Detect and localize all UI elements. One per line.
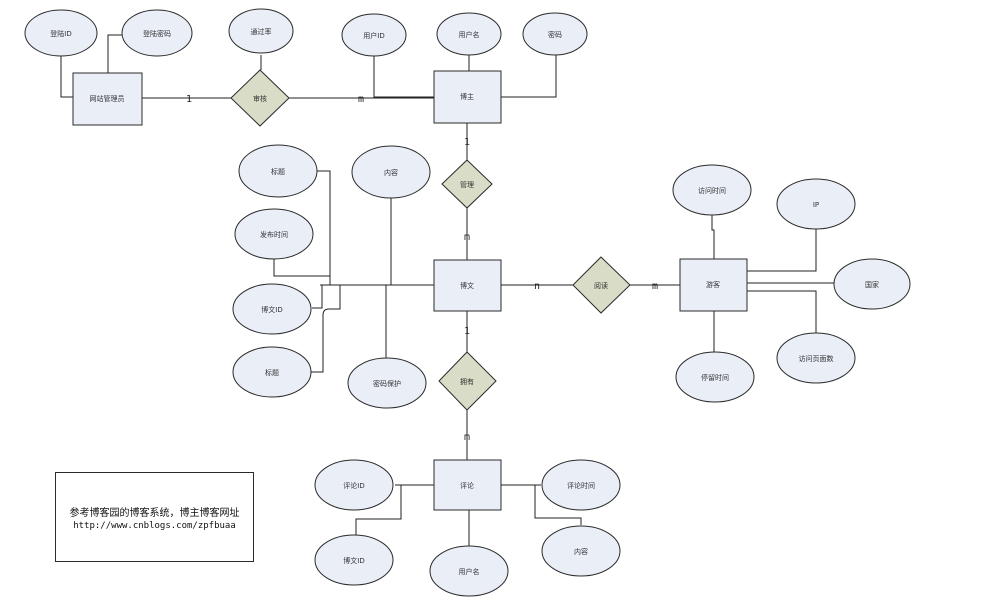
svg-text:博文ID: 博文ID: [261, 305, 282, 314]
svg-text:国家: 国家: [865, 280, 879, 289]
entity-comment-label: 评论: [460, 481, 474, 490]
attr-comment-id: 评论ID: [314, 459, 394, 511]
svg-text:内容: 内容: [384, 168, 398, 177]
entity-blogger: 博主: [433, 70, 502, 124]
attr-article-id: 博文ID: [232, 283, 312, 335]
svg-text:内容: 内容: [574, 547, 588, 556]
attr-visit-time: 访问时间: [672, 164, 752, 216]
attr-pass-rate: 通过率: [228, 8, 294, 54]
attr-stay-time: 停留时间: [675, 351, 755, 403]
svg-text:密码: 密码: [548, 30, 562, 39]
cardinality-read-visitor: m: [652, 281, 658, 292]
entity-blogger-label: 博主: [460, 92, 474, 101]
attr-user-id: 用户ID: [341, 13, 407, 57]
cardinality-blogger-manage: 1: [464, 137, 470, 148]
svg-text:访问页面数: 访问页面数: [799, 354, 834, 363]
relationship-read-label: 阅读: [594, 281, 608, 290]
relationship-read: 阅读: [572, 256, 631, 314]
svg-text:停留时间: 停留时间: [701, 373, 729, 382]
reference-note-text: 参考博客园的博客系统，博主博客网址: [69, 507, 240, 519]
cardinality-admin-review: 1: [186, 94, 192, 105]
connectors: [60, 34, 834, 546]
attr-pwd-protect: 密码保护: [347, 357, 427, 409]
attr-password: 密码: [522, 12, 588, 56]
svg-text:通过率: 通过率: [251, 27, 272, 36]
attr-login-pwd: 登陆密码: [121, 9, 193, 57]
attr-page-count: 访问页面数: [776, 332, 856, 384]
svg-text:标题: 标题: [271, 167, 285, 176]
svg-text:评论ID: 评论ID: [343, 481, 364, 490]
relationship-own-label: 拥有: [460, 377, 474, 386]
cardinality-review-blogger: m: [358, 94, 364, 105]
cardinality-own-comment: m: [464, 432, 470, 443]
attr-login-id: 登陆ID: [24, 9, 98, 57]
svg-text:访问时间: 访问时间: [698, 186, 726, 195]
relationship-review: 审核: [230, 69, 290, 127]
svg-text:用户名: 用户名: [459, 30, 480, 39]
svg-text:密码保护: 密码保护: [373, 379, 401, 388]
entity-visitor: 游客: [679, 258, 748, 312]
entity-article: 博文: [433, 259, 502, 312]
attr-article-content: 内容: [351, 145, 431, 199]
svg-text:IP: IP: [813, 201, 819, 209]
svg-text:用户ID: 用户ID: [363, 31, 384, 40]
entity-article-label: 博文: [460, 281, 474, 290]
attr-comment-time: 评论时间: [541, 459, 621, 511]
entity-comment: 评论: [433, 459, 502, 511]
attr-comment-article-id: 博文ID: [314, 534, 394, 586]
entity-admin-label: 网站管理员: [90, 94, 125, 103]
reference-note-url: http://www.cnblogs.com/zpfbuaa: [73, 520, 236, 531]
svg-text:评论时间: 评论时间: [567, 481, 595, 490]
relationship-own: 拥有: [438, 351, 497, 411]
attr-comment-content: 内容: [541, 525, 621, 577]
cardinality-article-read: n: [534, 281, 540, 292]
relationship-manage-label: 管理: [460, 180, 474, 189]
svg-text:博文ID: 博文ID: [343, 556, 364, 565]
cardinality-article-own: 1: [464, 326, 470, 337]
relationship-review-label: 审核: [253, 94, 267, 103]
svg-text:用户名: 用户名: [459, 567, 480, 576]
attr-article-title: 标题: [232, 346, 312, 398]
svg-text:登陆密码: 登陆密码: [143, 29, 171, 38]
svg-text:标题: 标题: [265, 368, 279, 377]
entity-visitor-label: 游客: [706, 280, 720, 289]
cardinality-manage-article: m: [464, 232, 470, 243]
svg-text:登陆ID: 登陆ID: [50, 29, 71, 38]
attr-user-name: 用户名: [436, 12, 502, 56]
svg-text:发布时间: 发布时间: [260, 230, 288, 239]
reference-note: 参考博客园的博客系统，博主博客网址 http://www.cnblogs.com…: [55, 472, 254, 562]
attr-article-title-top: 标题: [238, 144, 318, 198]
attr-country: 国家: [833, 258, 911, 310]
attr-comment-user: 用户名: [429, 545, 509, 597]
relationship-manage: 管理: [441, 159, 493, 209]
attr-publish-time: 发布时间: [234, 208, 314, 260]
attr-ip: IP: [776, 178, 856, 230]
entity-admin: 网站管理员: [72, 72, 143, 126]
